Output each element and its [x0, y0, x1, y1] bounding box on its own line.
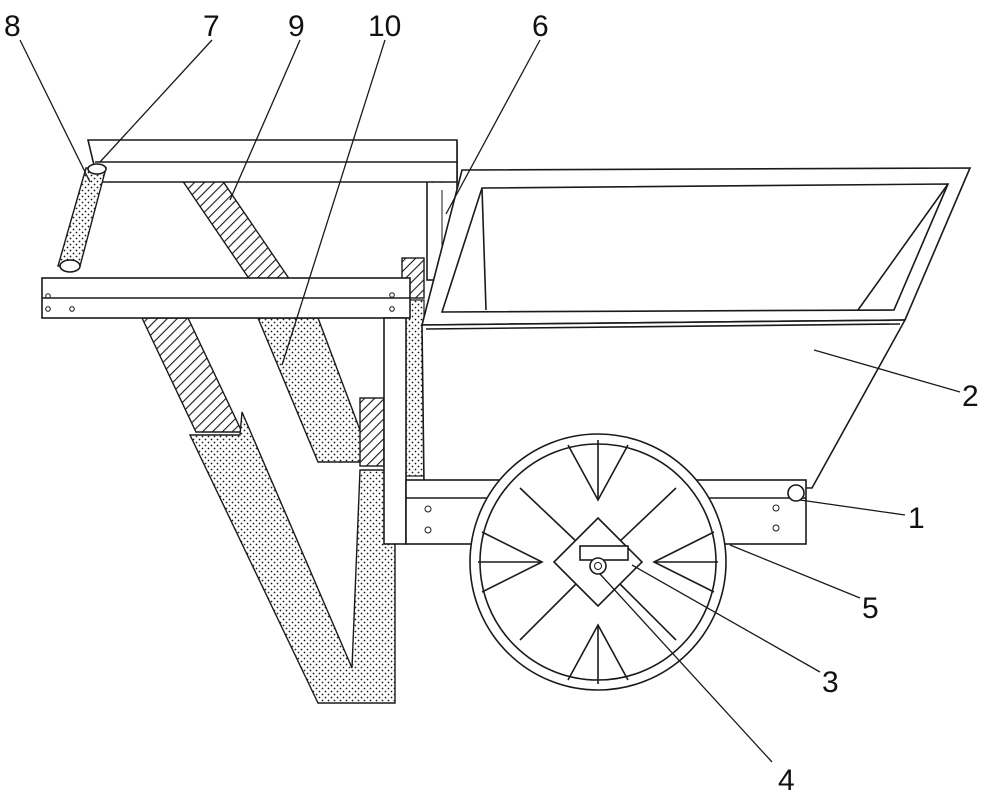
pivot-pin	[787, 484, 805, 502]
hopper-inner-rim	[440, 183, 950, 313]
leader-4	[599, 573, 773, 763]
leader-7	[99, 39, 213, 163]
bolt	[424, 505, 432, 513]
bolt	[45, 306, 51, 312]
front-post	[383, 317, 407, 545]
wheel-spokes	[478, 440, 718, 684]
axle-hub	[589, 557, 607, 575]
bolt	[45, 293, 51, 299]
label-4: 4	[778, 764, 795, 797]
axle-bracket	[579, 545, 629, 561]
dotted-panel	[403, 299, 425, 477]
upper-handle-frame	[57, 139, 458, 273]
label-9: 9	[288, 10, 305, 43]
leader-8	[19, 39, 91, 183]
leader-9	[229, 39, 301, 201]
label-5: 5	[862, 592, 879, 625]
label-1: 1	[908, 502, 925, 535]
hopper-inner-wall-left	[481, 187, 487, 311]
label-6: 6	[532, 10, 549, 43]
wheel	[469, 433, 727, 691]
leader-lines	[19, 39, 961, 763]
bolt	[772, 524, 780, 532]
support-leg-assembly	[140, 179, 425, 704]
bolt	[69, 306, 75, 312]
leader-10	[281, 39, 386, 366]
leader-1	[799, 499, 906, 516]
leader-6	[445, 39, 541, 215]
rear-brace-lower	[140, 317, 244, 433]
bolt	[389, 292, 395, 298]
leader-3	[631, 564, 821, 673]
v-support-leg	[188, 411, 396, 704]
rear-brace-upper	[180, 179, 292, 281]
hopper-front-edge	[425, 323, 901, 330]
label-2: 2	[962, 380, 979, 413]
diagonal-strut	[256, 317, 374, 463]
hatched-block-lower	[359, 397, 385, 467]
grip-end-cap-lower	[59, 259, 81, 273]
label-7: 7	[203, 10, 220, 43]
upper-handle-bar	[86, 139, 458, 183]
hopper-inner-wall-right	[857, 183, 949, 311]
grip-end-cap	[87, 163, 107, 175]
label-3: 3	[822, 666, 839, 699]
bolt	[389, 306, 395, 312]
leader-5	[729, 544, 861, 599]
reference-numerals: 8 7 9 10 6 2 1 5 3 4	[4, 10, 979, 797]
label-10: 10	[368, 10, 401, 43]
label-8: 8	[4, 10, 21, 43]
leader-2	[813, 349, 961, 393]
handle-grip	[57, 167, 107, 267]
bolt	[772, 504, 780, 512]
bolt	[424, 526, 432, 534]
axle-hub-inner	[594, 562, 602, 570]
lower-handle-frame	[41, 277, 411, 545]
hopper-box	[420, 167, 972, 489]
